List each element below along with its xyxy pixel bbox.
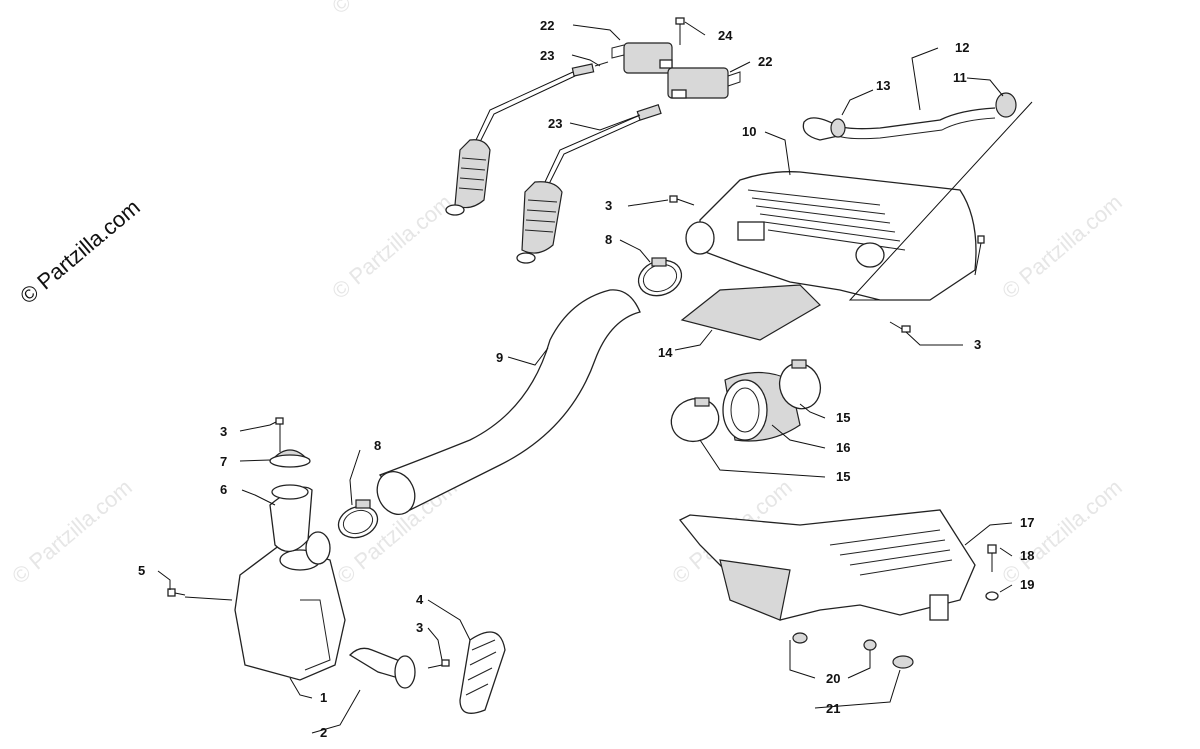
callout-11: 11	[953, 70, 967, 85]
watermark-layer: © Partzilla.com © Partzilla.com © Partzi…	[7, 0, 1127, 589]
callout-19: 19	[1020, 577, 1034, 592]
callout-10: 10	[742, 124, 756, 139]
callout-4: 4	[416, 592, 424, 607]
callout-22: 22	[540, 18, 554, 33]
air-filter-housing	[234, 531, 346, 681]
watermark: © Partzilla.com	[997, 474, 1127, 588]
watermark: © Partzilla.com	[327, 0, 457, 19]
hose-clamp-lower	[337, 499, 379, 539]
bolt-5	[167, 588, 186, 597]
callout-22: 22	[758, 54, 772, 69]
watermark: © Partzilla.com	[327, 189, 457, 303]
callout-24: 24	[718, 28, 733, 43]
boot-clamp-lower	[670, 397, 720, 443]
bolt-3-e	[427, 659, 450, 669]
bolt-3-d	[275, 417, 284, 452]
bolt-24	[675, 17, 685, 45]
washer-19	[985, 591, 999, 601]
screw-20	[792, 632, 877, 651]
callout-labels: 22 23 24 22 23 12 11 13 10 3 8 3 14 9 15…	[138, 18, 1034, 740]
callout-3: 3	[974, 337, 981, 352]
callout-14: 14	[658, 345, 673, 360]
bolt-3-a	[669, 195, 695, 206]
callout-23: 23	[548, 116, 562, 131]
boot-clamp-upper	[778, 359, 822, 410]
callout-3: 3	[220, 424, 227, 439]
callout-5: 5	[138, 563, 145, 578]
bolt-18	[987, 544, 997, 572]
inlet-snorkel	[348, 647, 416, 689]
callout-3: 3	[605, 198, 612, 213]
callout-21: 21	[826, 701, 840, 716]
callout-9: 9	[496, 350, 503, 365]
ignition-coil-lower	[667, 67, 741, 99]
air-box-tray	[678, 509, 976, 621]
callout-6: 6	[220, 482, 227, 497]
callout-3: 3	[416, 620, 423, 635]
callout-8: 8	[374, 438, 381, 453]
bolt-3-b	[974, 235, 985, 276]
bolt-3-c	[889, 321, 911, 333]
callout-1: 1	[320, 690, 327, 705]
hose-clamp-upper	[637, 257, 683, 297]
callout-13: 13	[876, 78, 890, 93]
callout-23: 23	[540, 48, 554, 63]
baffle-plate-14	[680, 284, 821, 341]
callout-16: 16	[836, 440, 850, 455]
breather-hose	[802, 92, 1017, 141]
ignition-coil-upper	[611, 42, 673, 74]
callout-15: 15	[836, 410, 850, 425]
spark-plug-wire-upper	[445, 61, 609, 216]
air-box-cover	[685, 171, 977, 301]
leader-lines	[157, 21, 1033, 734]
callout-8: 8	[605, 232, 612, 247]
watermark: © Partzilla.com	[7, 474, 137, 588]
intake-hose	[376, 289, 641, 515]
copyright-notice: © Partzilla.com	[15, 194, 145, 308]
callout-15: 15	[836, 469, 850, 484]
callout-17: 17	[1020, 515, 1034, 530]
callout-20: 20	[826, 671, 840, 686]
cap-cover	[269, 449, 311, 468]
spark-plug-wire-lower	[516, 104, 662, 264]
filter-screen	[459, 631, 506, 714]
callout-2: 2	[320, 725, 327, 740]
watermark: © Partzilla.com	[997, 189, 1127, 303]
callout-12: 12	[955, 40, 969, 55]
adapter-duct	[269, 484, 313, 552]
callout-7: 7	[220, 454, 227, 469]
grommet-21	[892, 655, 914, 669]
callout-18: 18	[1020, 548, 1034, 563]
